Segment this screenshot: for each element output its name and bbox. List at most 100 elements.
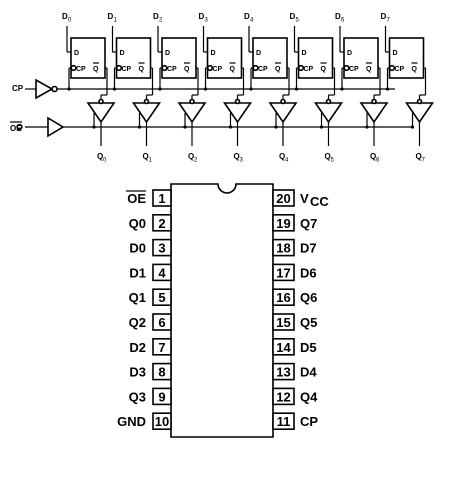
flipflop-box-2: [161, 37, 197, 79]
flipflop-clock-bubble-4: [252, 64, 259, 72]
flipflop-qbar-pin-0: Q: [93, 66, 99, 73]
right-pin-number-13: 13: [276, 365, 290, 380]
q-output-label-0-letter: Q: [97, 152, 103, 161]
q-output-label-0-index: 0: [103, 158, 107, 164]
left-pin-8: 8D3: [129, 362, 172, 381]
left-pin-6: 6Q2: [129, 313, 172, 331]
q-output-label-4-index: 4: [285, 158, 289, 164]
output-buffer-6: [359, 102, 389, 124]
flipflop-box-1: [115, 37, 152, 79]
right-pin-name-15: Q5: [300, 315, 317, 330]
right-pin-name-12: Q4: [300, 389, 318, 404]
flipflop-cp-pin-6: CP: [349, 66, 359, 73]
left-pin-number-3: 3: [158, 241, 165, 256]
output-buffer-bubble-6: [371, 98, 377, 105]
flipflop-d-pin-4: D: [256, 50, 261, 57]
left-pin-name-7: D2: [129, 340, 146, 355]
d-input-label-6-index: 6: [341, 18, 345, 24]
left-pin-box-2: [152, 214, 172, 232]
d-input-label-7-index: 7: [387, 18, 391, 24]
d-input-label-5-index: 5: [296, 18, 300, 24]
output-buffer-bubble-2: [189, 98, 195, 105]
flipflop-qbar-pin-5: Q: [321, 66, 327, 73]
left-pin-box-8: [152, 362, 172, 381]
left-pin-box-1: [152, 189, 172, 207]
right-pin-number-16: 16: [276, 290, 290, 305]
left-pin-1: 1OE: [126, 189, 172, 207]
left-pin-box-7: [152, 337, 172, 356]
oe-junction-6: [365, 125, 369, 129]
left-pin-box-5: [152, 288, 172, 307]
left-pin-box-10: [152, 412, 172, 431]
left-pin-name-9: Q3: [129, 389, 146, 404]
right-pin-15: 15 Q5: [272, 313, 317, 331]
flipflop-cp-pin-3: CP: [213, 66, 223, 73]
q-output-label-5-letter: Q: [325, 152, 331, 161]
d-input-label-3-index: 3: [205, 18, 209, 24]
q-output-label-2-letter: Q: [188, 152, 194, 161]
flipflop-d-pin-6: D: [347, 50, 352, 57]
flipflop-box-6: [343, 37, 379, 79]
oe-junction-2: [183, 125, 187, 129]
left-pin-name-5: Q1: [129, 290, 146, 305]
d-input-label-7-letter: D: [381, 12, 387, 21]
clock-junction-6: [340, 87, 344, 91]
d-input-label-2-letter: D: [153, 12, 159, 21]
output-buffer-bubble-5: [325, 98, 332, 105]
right-pin-number-17: 17: [276, 265, 290, 280]
right-pin-number-19: 19: [276, 216, 290, 231]
d-input-label-2-index: 2: [159, 18, 163, 24]
right-pin-name-18: D7: [300, 241, 317, 256]
d-input-label-4-index: 4: [250, 18, 254, 24]
right-pin-box-20: [272, 189, 295, 207]
flipflop-qbar-pin-6: Q: [366, 66, 372, 73]
left-pin-number-10: 10: [155, 414, 169, 429]
oe-junction-5: [319, 125, 324, 129]
flipflop-d-pin-2: D: [165, 50, 170, 57]
right-pin-sub-20: CC: [310, 194, 329, 209]
right-pin-number-12: 12: [276, 389, 290, 404]
flipflop-d-pin-3: D: [211, 50, 216, 57]
q-output-label-1-index: 1: [149, 158, 153, 164]
left-pin-7: 7D2: [129, 337, 172, 356]
left-pin-name-3: D0: [129, 241, 146, 256]
output-buffer-bubble-3: [234, 98, 241, 105]
cp-label: CP: [12, 84, 24, 93]
left-pin-number-9: 9: [158, 389, 165, 404]
right-pin-number-15: 15: [276, 315, 290, 330]
left-pin-number-1: 1: [158, 191, 165, 206]
output-buffer-1: [131, 102, 162, 124]
right-pin-box-11: [272, 412, 295, 431]
d-input-label-1-index: 1: [114, 18, 118, 24]
flipflop-d-pin-0: D: [74, 50, 79, 57]
output-buffer-bubble-4: [280, 98, 286, 105]
cp-buffer: [35, 78, 54, 100]
q-output-label-3-index: 3: [240, 158, 244, 164]
flipflop-box-4: [252, 37, 288, 79]
cp-buffer-bubble: [51, 85, 58, 93]
flipflop-cp-pin-1: CP: [122, 66, 132, 73]
clock-junction-7: [385, 87, 390, 91]
d-input-label-6-letter: D: [335, 12, 341, 21]
oe-junction-0: [92, 125, 96, 129]
right-pin-name-20: V: [300, 191, 309, 206]
flipflop-qbar-pin-1: Q: [139, 66, 145, 73]
oe-buffer: [47, 116, 65, 138]
output-buffer-3: [222, 102, 253, 124]
